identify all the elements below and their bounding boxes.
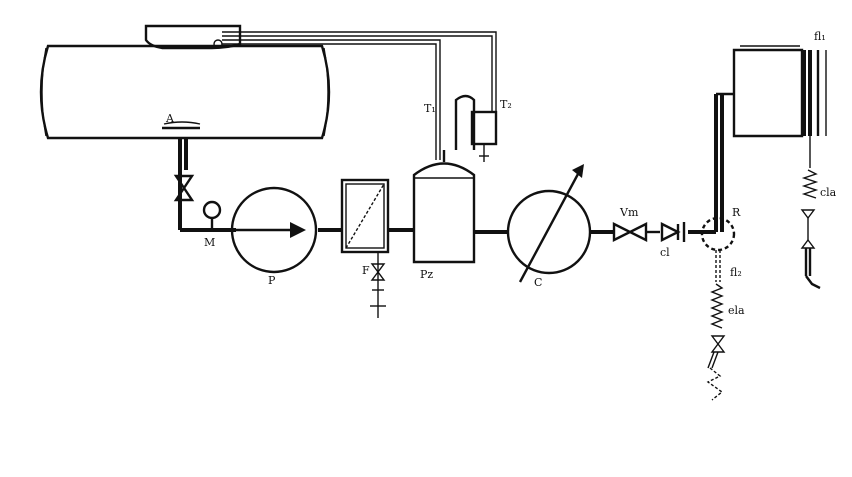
check-valve-cl-icon: [660, 222, 686, 242]
pump-arrow-icon: [290, 222, 306, 238]
hose-fl2: [706, 250, 726, 401]
filter-f: [340, 178, 390, 254]
outlet-a: [162, 121, 201, 130]
label-ela: ela: [728, 304, 745, 317]
pressure-vessel-pz: [412, 150, 476, 264]
hose-fl1: [800, 136, 821, 290]
horizontal-tank: [39, 44, 331, 140]
label-a: A: [165, 112, 175, 125]
label-pz: Pz: [420, 268, 433, 281]
label-t1: T₁: [424, 102, 436, 115]
test-cylinder: [732, 45, 827, 138]
label-cl: cl: [660, 246, 670, 259]
valve-tank-outlet-icon: [173, 174, 195, 202]
main-pipe: [180, 228, 716, 234]
valve-vm-icon: [612, 222, 660, 242]
capillary-lines: [222, 31, 497, 160]
riser-pipe: [714, 92, 734, 232]
adjust-arrow-icon: [572, 164, 584, 178]
label-cla: cla: [820, 186, 837, 199]
rotameter-r-icon: [700, 216, 736, 252]
label-r: R: [732, 206, 741, 219]
thermometer-t2-icon: [454, 94, 498, 162]
label-fl1: fl₁: [814, 30, 826, 43]
label-f: F: [362, 264, 370, 277]
label-c: C: [534, 276, 542, 289]
manometer-icon: [202, 200, 222, 230]
filter-drain: [370, 252, 386, 318]
pump-p: [230, 186, 318, 274]
control-valve-c: [506, 164, 592, 283]
label-vm: Vm: [619, 206, 639, 219]
label-m: M: [204, 236, 215, 249]
label-t2: T₂: [500, 98, 512, 111]
label-fl2: fl₂: [730, 266, 742, 279]
label-p: P: [268, 274, 276, 287]
